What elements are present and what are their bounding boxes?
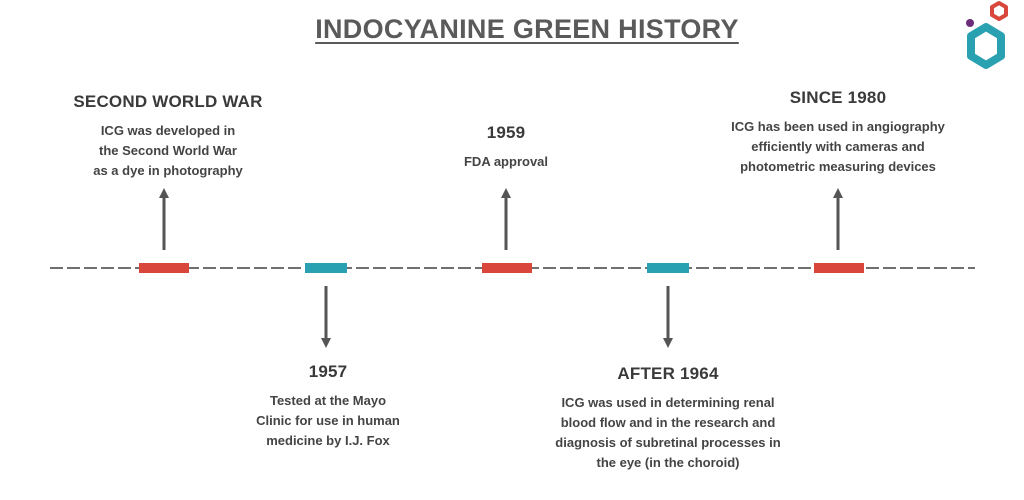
event-description-line: medicine by I.J. Fox [266,433,390,448]
event-description: FDA approval [406,152,606,172]
event-description-line: Tested at the Mayo [269,393,387,408]
event-description-line: FDA approval [463,154,549,169]
event-title: AFTER 1964 [617,364,719,383]
event-1959: 1959 FDA approval [406,123,606,172]
timeline-segment-1959 [482,263,532,273]
hexagon-molecule-icon [966,1,1008,69]
event-second-world-war: SECOND WORLD WAR ICG was developed in th… [28,92,308,181]
event-description-line: as a dye in photography [93,163,243,178]
event-description-line: the Second World War [99,143,237,158]
timeline-segment-second-world-war [139,263,189,273]
event-description-line: ICG has been used in angiography [731,119,945,134]
event-description-line: photometric measuring devices [740,159,936,174]
logo-hexagon-teal [967,23,1005,69]
event-description-line: ICG was used in determining renal [561,395,775,410]
event-description-line: efficiently with cameras and [751,139,925,154]
event-after-1964: AFTER 1964 ICG was used in determining r… [528,364,808,473]
timeline-segment-1957 [305,263,347,273]
event-description: ICG has been used in angiography efficie… [696,117,980,177]
page-title: INDOCYANINE GREEN HISTORY [315,14,739,44]
event-title: SECOND WORLD WAR [73,92,263,111]
event-title: SINCE 1980 [789,88,887,107]
event-since-1980: SINCE 1980 ICG has been used in angiogra… [696,88,980,177]
event-title: 1959 [486,123,526,142]
logo-hexagon-red [990,1,1008,21]
event-description: Tested at the Mayo Clinic for use in hum… [218,391,438,451]
logo-dot-purple [966,19,974,27]
event-description-line: ICG was developed in [100,123,236,138]
timeline-segment-after-1964 [647,263,689,273]
event-description-line: the eye (in the choroid) [596,455,740,470]
event-description: ICG was used in determining renal blood … [528,393,808,473]
event-description-line: diagnosis of subretinal processes in [555,435,781,450]
event-description-line: blood flow and in the research and [560,415,776,430]
timeline-segment-since-1980 [814,263,864,273]
event-title: 1957 [308,362,348,381]
event-description-line: Clinic for use in human [256,413,400,428]
event-description: ICG was developed in the Second World Wa… [28,121,308,181]
event-1957: 1957 Tested at the Mayo Clinic for use i… [218,362,438,451]
